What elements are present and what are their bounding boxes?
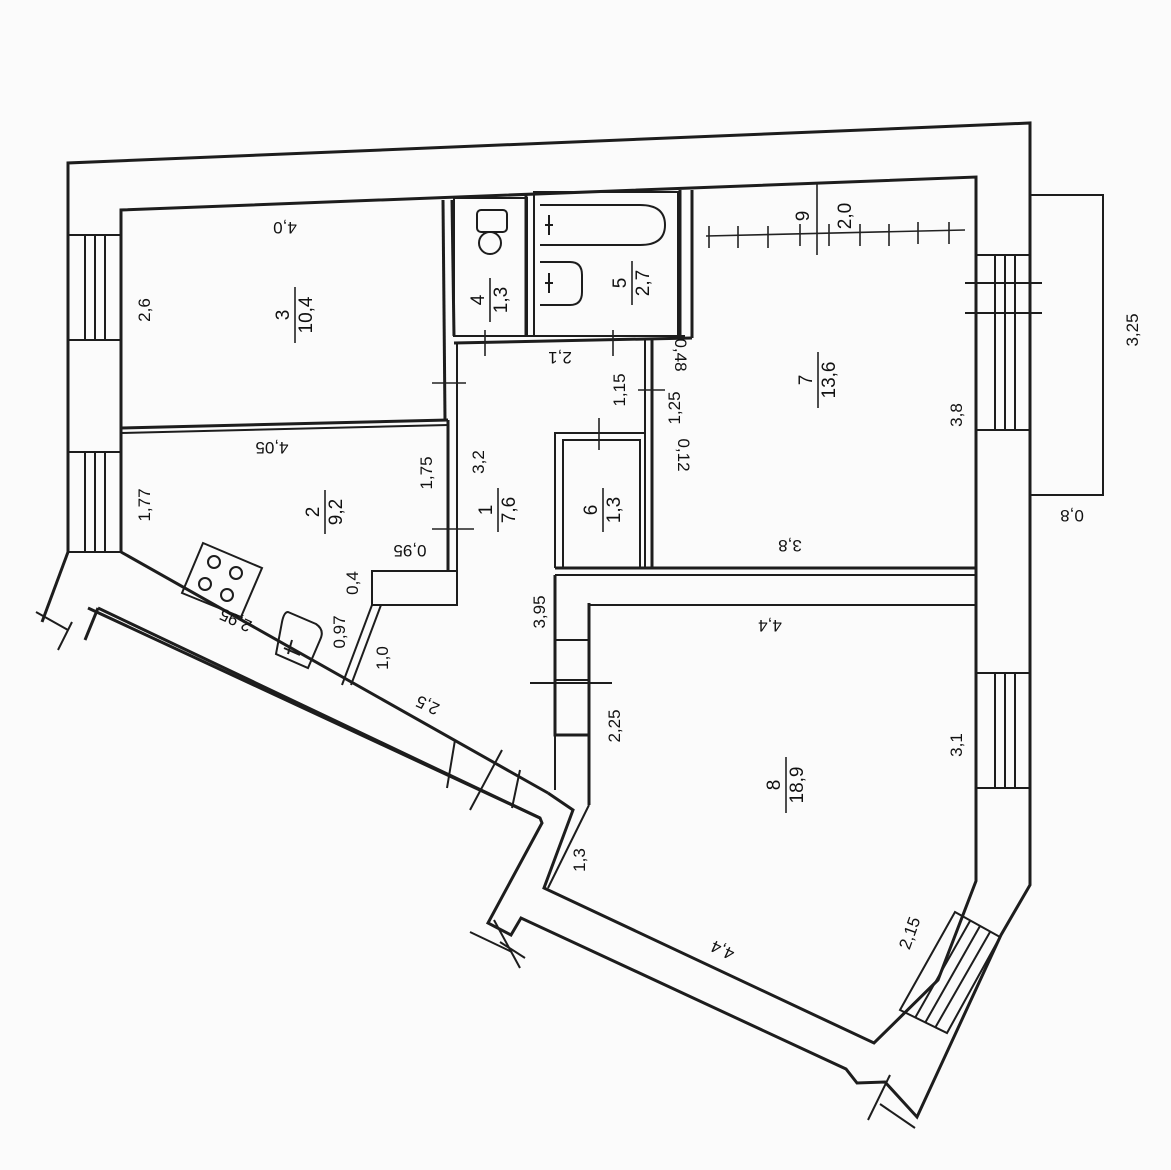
room-6-label: 6 1,3 [581, 488, 625, 532]
dim-r7-right: 3,8 [947, 403, 966, 427]
dim-r8-right: 3,1 [947, 733, 966, 757]
room-5-number: 5 [610, 278, 631, 289]
room-9-number: 9 [793, 211, 814, 222]
room-1-number: 1 [476, 505, 497, 516]
dim-r3-top: 4,0 [273, 218, 297, 237]
room-4-area: 1,3 [491, 287, 512, 313]
dim-hall-3-95: 3,95 [530, 595, 549, 628]
room-1-area: 7,6 [499, 497, 520, 523]
room-8-label: 8 18,9 [764, 757, 808, 813]
dim-hall-0-95: 0,95 [393, 541, 426, 560]
room-6-area: 1,3 [604, 497, 625, 523]
dim-hall-2-1: 2,1 [548, 348, 572, 367]
dim-hall-0-4: 0,4 [343, 571, 362, 595]
dim-r8-top: 4,4 [758, 616, 782, 635]
room-7-label: 7 13,6 [796, 352, 840, 408]
dim-r7-bottom: 3,8 [778, 536, 802, 555]
fixtures [180, 204, 667, 670]
room-6-number: 6 [581, 505, 602, 516]
dim-r2-right: 1,75 [417, 456, 436, 489]
dim-hall-1-0: 1,0 [373, 646, 392, 670]
dim-balcony-w: 0,8 [1060, 506, 1084, 525]
dim-r2-top: 4,05 [255, 438, 288, 457]
dim-hall-3-2: 3,2 [469, 450, 488, 474]
room-7-number: 7 [796, 375, 817, 386]
dim-r8-left-lower: 1,3 [570, 848, 589, 872]
room-8-number: 8 [764, 780, 785, 791]
dim-hall-2-5: 2,5 [413, 691, 442, 718]
room-2-number: 2 [303, 507, 324, 518]
room-3-number: 3 [273, 310, 294, 321]
dim-hall-0-12: 0,12 [674, 438, 693, 471]
partitions [120, 190, 976, 889]
room-5-area: 2,7 [633, 270, 654, 296]
outer-walls [35, 121, 1032, 1129]
dim-r2-left: 1,77 [135, 488, 154, 521]
room-1-label: 1 7,6 [476, 488, 520, 532]
dimension-ticks [432, 183, 966, 530]
room-3-label: 3 10,4 [273, 287, 317, 343]
dim-hall-1-25: 1,25 [665, 391, 684, 424]
room-2-area: 9,2 [326, 499, 347, 525]
dim-r3-left: 2,6 [135, 298, 154, 322]
windows [67, 234, 1042, 1035]
room-5-label: 5 2,7 [610, 261, 654, 305]
dim-r8-diag: 2,15 [895, 914, 924, 952]
room-4-label: 4 1,3 [468, 278, 512, 322]
room-3-area: 10,4 [296, 296, 317, 333]
room-2-label: 2 9,2 [303, 490, 347, 534]
dim-r8-left-upper: 2,25 [605, 709, 624, 742]
room-9-area: 2,0 [835, 203, 856, 229]
dim-r8-bottom: 4,4 [708, 936, 737, 963]
dimension-labels: 4,0 2,6 4,05 1,77 1,75 2,95 3,2 0,95 0,4… [135, 218, 1142, 964]
room-9-label: 9 2,0 [793, 203, 856, 229]
dim-hall-0-48: 0,48 [671, 338, 690, 371]
dim-hall-0-97: 0,97 [330, 615, 349, 648]
dim-balcony-len: 3,25 [1123, 313, 1142, 346]
room-8-area: 18,9 [787, 767, 808, 804]
room-4-number: 4 [468, 294, 489, 305]
balcony [1030, 194, 1104, 496]
dim-hall-1-15: 1,15 [610, 373, 629, 406]
room-7-area: 13,6 [819, 362, 840, 399]
room-labels: 1 7,6 2 9,2 3 10,4 4 1,3 5 2,7 6 1,3 [273, 203, 856, 813]
